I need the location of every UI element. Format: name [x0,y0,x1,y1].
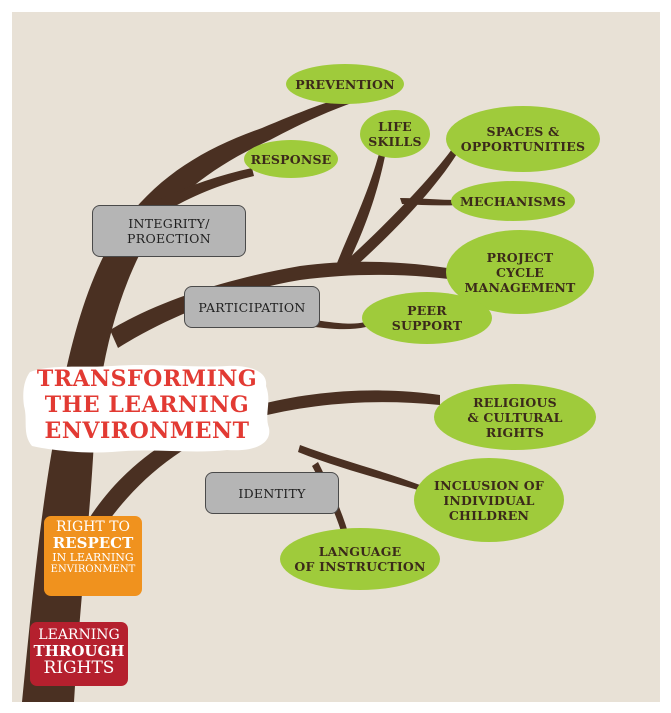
branch-spaces [345,145,460,266]
leaf-prevention: PREVENTION [286,64,404,104]
branch-inclusion [298,445,420,490]
branch-identity [88,390,440,530]
branch-response [158,168,254,210]
badge-respect-line4: ENVIRONMENT [50,564,136,575]
badge-respect-line3: IN LEARNING [52,551,134,564]
diagram-title: TRANSFORMING THE LEARNING ENVIRONMENT [36,366,258,444]
badge-learning-line1: LEARNING [38,627,120,643]
leaf-peer-support: PEER SUPPORT [362,292,492,344]
leaf-life-skills: LIFE SKILLS [360,110,430,158]
branch-participation [110,261,470,348]
badge-right-to-respect: RIGHT TO RESPECT IN LEARNING ENVIRONMENT [44,516,142,596]
branch-life-skills [335,150,386,268]
branch-mechanisms [400,198,458,206]
badge-learning-through-rights: LEARNING THROUGH RIGHTS [30,622,128,686]
leaf-spaces-opportunities: SPACES & OPPORTUNITIES [446,106,600,172]
leaf-religious-cultural: RELIGIOUS & CULTURAL RIGHTS [434,384,596,450]
title-cloud [23,365,270,453]
box-identity: IDENTITY [205,472,339,514]
leaf-language: LANGUAGE OF INSTRUCTION [280,528,440,590]
badge-respect-line1: RIGHT TO [55,519,131,535]
leaf-response: RESPONSE [244,140,338,178]
box-integrity-protection: INTEGRITY/ PROECTION [92,205,246,257]
badge-learning-line2: THROUGH [33,642,125,660]
badge-respect-line2: RESPECT [52,534,134,552]
leaf-inclusion: INCLUSION OF INDIVIDUAL CHILDREN [414,458,564,542]
box-participation: PARTICIPATION [184,286,320,328]
badge-learning-line3: RIGHTS [43,658,115,678]
leaf-mechanisms: MECHANISMS [451,181,575,221]
